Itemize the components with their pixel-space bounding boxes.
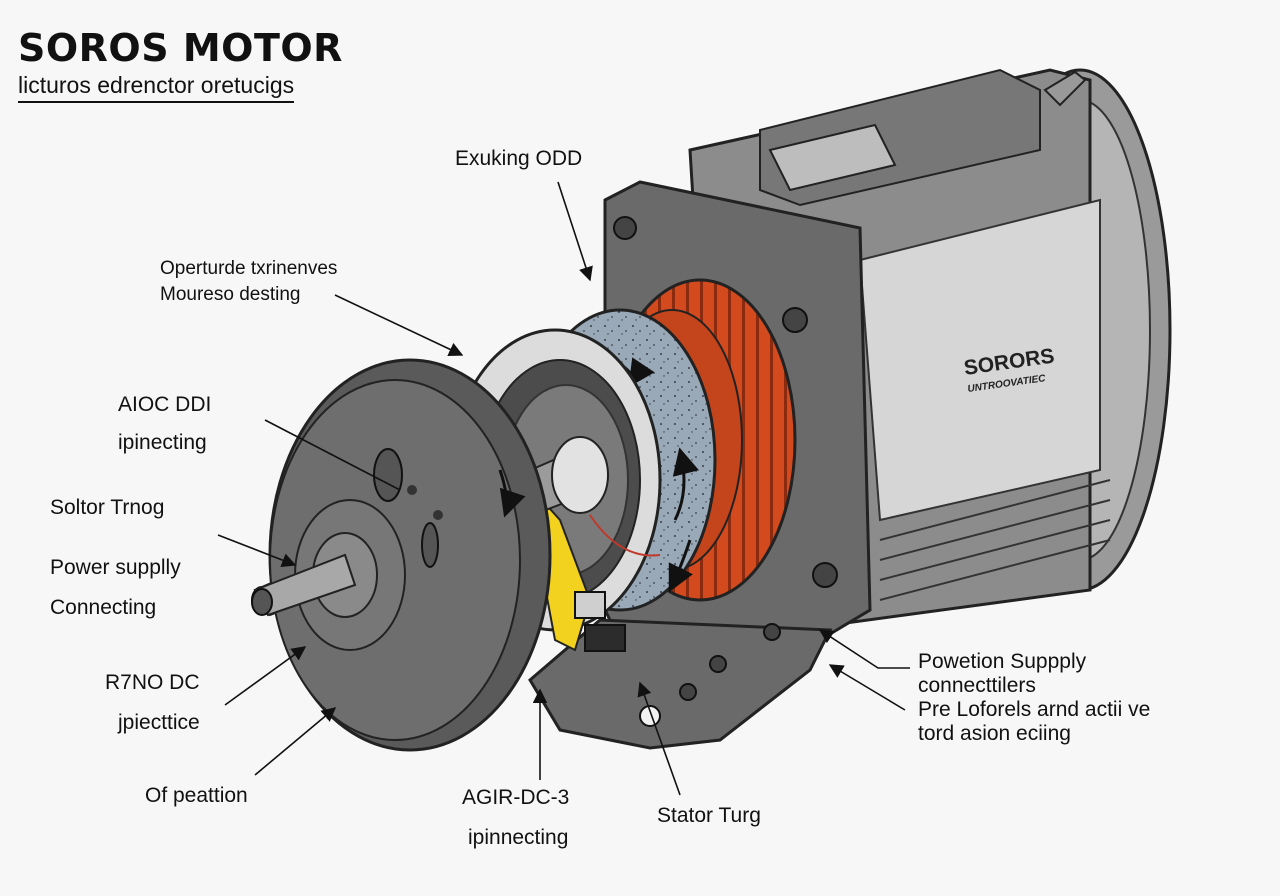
label-powetion-4: tord asion eciing <box>918 722 1071 745</box>
label-agir-2: ipinnecting <box>468 826 569 849</box>
label-power-2: Connecting <box>50 596 157 619</box>
label-stator: Stator Turg <box>657 804 761 827</box>
label-peattion: Of peattion <box>145 784 248 807</box>
label-r7no-1: R7NO DC <box>105 671 200 694</box>
label-powetion-3: Pre Loforels arnd actii ve <box>918 698 1151 721</box>
rotor-disc <box>251 358 552 752</box>
label-soltor: Soltor Trnog <box>50 496 165 519</box>
leader-lines <box>217 181 910 796</box>
label-aioc-1: AIOC DDI <box>118 393 212 416</box>
label-operturde-1: Operturde txrinenves <box>160 258 338 279</box>
page-title: SOROS MOTOR <box>18 26 343 70</box>
label-powetion-2: connecttilers <box>918 674 1036 697</box>
page-subtitle: licturos edrenctor oretucigs <box>18 72 295 103</box>
rotation-line-red <box>589 514 661 557</box>
label-exuking: Exuking ODD <box>455 147 583 170</box>
label-agir-1: AGIR-DC-3 <box>462 786 570 809</box>
label-aioc-2: ipinecting <box>118 431 207 454</box>
label-powetion-1: Powetion Suppply <box>918 650 1087 673</box>
label-r7no-2: jpiecttice <box>118 711 200 734</box>
label-operturde-2: Moureso desting <box>160 284 301 305</box>
label-power-1: Power supplly <box>50 556 181 579</box>
